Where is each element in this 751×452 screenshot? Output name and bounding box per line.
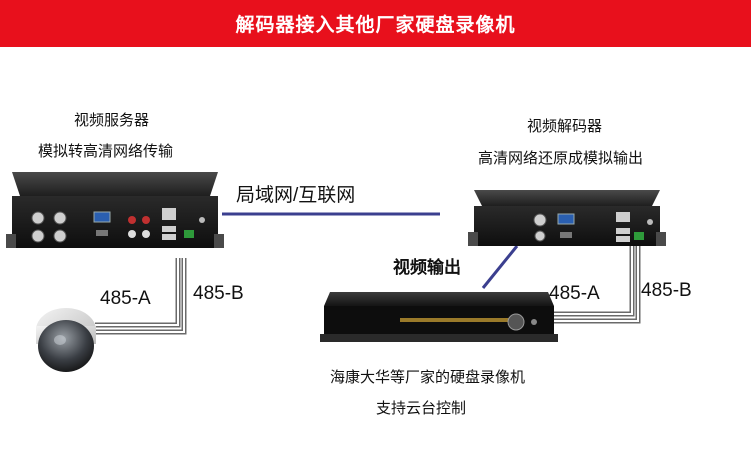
- right-rs485-wires: [552, 246, 641, 324]
- video-decoder-device-icon: [468, 190, 666, 246]
- decoder-title: 视频解码器: [527, 117, 603, 135]
- right-485a-label: 485-A: [549, 283, 600, 304]
- video-output-label: 视频输出: [393, 258, 461, 278]
- server-title: 视频服务器: [74, 111, 150, 129]
- video-server-device-icon: [6, 172, 224, 248]
- server-subtitle: 模拟转高清网络传输: [38, 142, 174, 160]
- page-title: 解码器接入其他厂家硬盘录像机: [235, 14, 516, 36]
- dvr-caption-line1: 海康大华等厂家的硬盘录像机: [330, 368, 526, 386]
- network-label: 局域网/互联网: [236, 185, 356, 206]
- left-485a-label: 485-A: [100, 288, 151, 309]
- left-rs485-wires: [95, 258, 187, 335]
- video-output-link-line: [481, 245, 519, 289]
- dvr-recorder-icon: [320, 292, 558, 342]
- header-banner: 解码器接入其他厂家硬盘录像机: [0, 0, 751, 47]
- left-485b-label: 485-B: [193, 283, 244, 304]
- right-485b-label: 485-B: [641, 280, 692, 301]
- speed-dome-camera-icon: [36, 308, 96, 372]
- decoder-subtitle: 高清网络还原成模拟输出: [478, 149, 644, 167]
- dvr-caption-line2: 支持云台控制: [376, 399, 467, 417]
